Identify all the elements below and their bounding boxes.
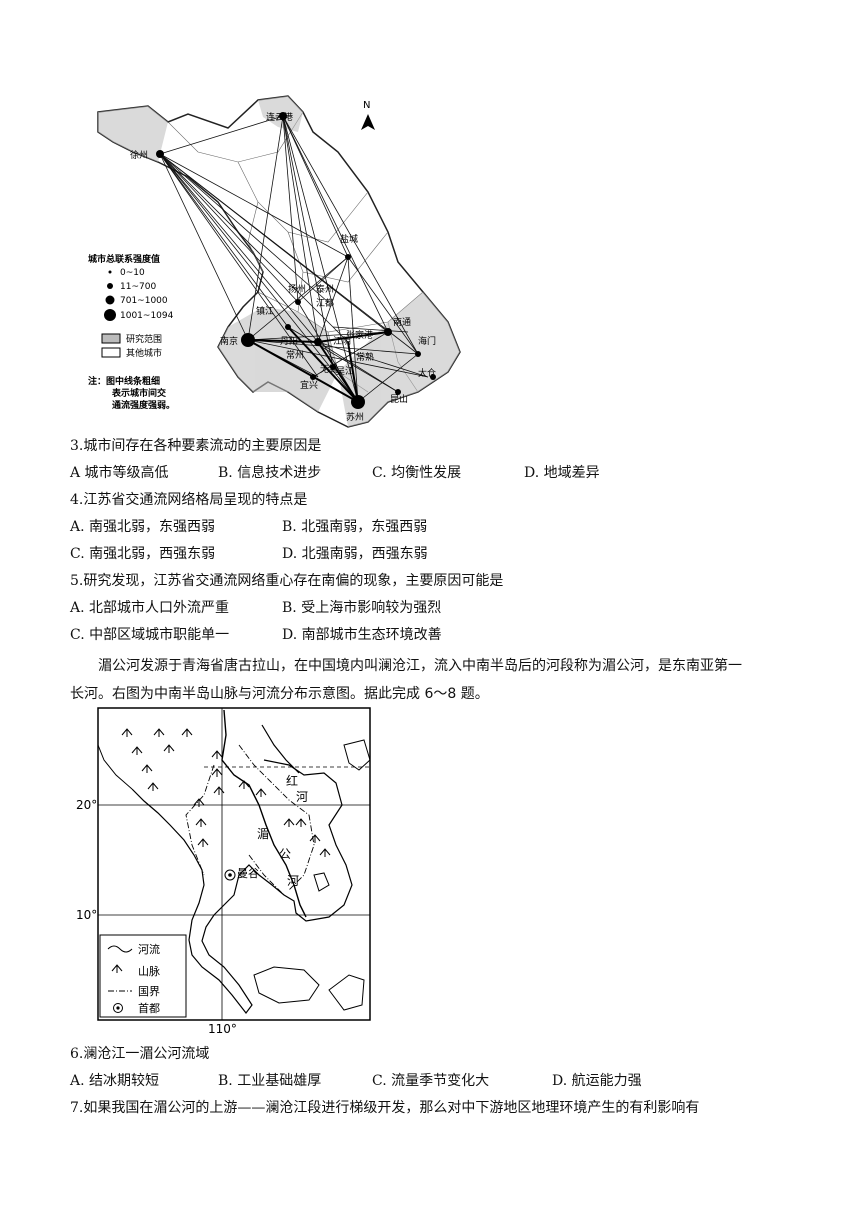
national-borders	[185, 744, 315, 896]
question-5-stem: 5.研究发现，江苏省交通流网络重心存在南偏的现象，主要原因可能是	[70, 573, 504, 589]
coastline	[131, 759, 353, 1014]
city-label-yancheng: 盐城	[340, 233, 358, 245]
q4-option-c: C. 南强北弱，西强东弱	[70, 546, 216, 562]
city-label-changzhou: 常州	[286, 349, 304, 361]
svg-text:N: N	[363, 100, 370, 111]
q5-option-d: D. 南部城市生态环境改善	[282, 627, 442, 643]
q4-option-d: D. 北强南弱，西强东弱	[282, 546, 428, 562]
q6-option-d: D. 航运能力强	[552, 1073, 642, 1089]
map1-legend: 城市总联系强度值 0~10 11~700 701~1000 1001~1094 …	[88, 253, 175, 411]
svg-text:山脉: 山脉	[138, 964, 160, 978]
svg-text:0~10: 0~10	[120, 268, 145, 278]
question-7-stem: 7.如果我国在湄公河的上游——澜沧江段进行梯级开发，那么对中下游地区地理环境产生…	[70, 1100, 700, 1116]
svg-text:首都: 首都	[138, 1001, 160, 1015]
jiangsu-traffic-map: N 连云港 徐州 盐城 扬州 泰州 镇江 南京 丹阳 常州 江阴 张家港 江都 …	[88, 95, 461, 428]
city-label-changshu: 常熟	[356, 351, 374, 363]
svg-text:注：图中线条粗细: 注：图中线条粗细	[88, 375, 160, 387]
question-4-stem: 4.江苏省交通流网络格局呈现的特点是	[70, 492, 308, 508]
city-label-nantong: 南通	[393, 316, 411, 328]
svg-text:1001~1094: 1001~1094	[120, 311, 174, 321]
svg-text:河流: 河流	[138, 942, 160, 956]
svg-text:城市总联系强度值: 城市总联系强度值	[88, 253, 160, 265]
mountain-legend-icon	[111, 964, 123, 973]
question-6-stem: 6.澜沧江一湄公河流域	[70, 1046, 210, 1062]
river-label-mei: 湄	[257, 827, 269, 841]
city-label-jiangyin: 江阴	[333, 336, 351, 347]
city-label-lianyungang: 连云港	[266, 111, 293, 123]
svg-text:通流强度强弱。: 通流强度强弱。	[112, 399, 175, 411]
mountain-symbols	[121, 728, 331, 857]
q3-option-d: D. 地域差异	[524, 465, 600, 481]
city-label-haimen: 海门	[418, 335, 436, 347]
q6-option-b: B. 工业基础雄厚	[218, 1073, 322, 1089]
city-nodes	[156, 112, 436, 409]
city-label-zhenjiang: 镇江	[256, 305, 274, 317]
q5-option-c: C. 中部区域城市职能单一	[70, 627, 230, 643]
question-3-stem: 3.城市间存在各种要素流动的主要原因是	[70, 438, 322, 454]
map2-legend: 河流 山脉 国界 首都	[99, 934, 187, 1018]
q3-option-a: A 城市等级高低	[70, 465, 169, 481]
city-label-yangzhou: 扬州	[288, 283, 306, 295]
river-label-hong-1: 红	[286, 773, 298, 788]
city-label-kunshan: 昆山	[390, 394, 408, 405]
q5-option-b: B. 受上海市影响较为强烈	[282, 600, 442, 616]
svg-text:其他城市: 其他城市	[126, 347, 162, 359]
city-label-xuzhou: 徐州	[130, 149, 148, 161]
capital-label-bangkok: 曼谷	[237, 867, 259, 880]
city-label-nanjing: 南京	[220, 335, 238, 347]
q5-option-a: A. 北部城市人口外流严重	[70, 600, 230, 616]
q3-option-b: B. 信息技术进步	[218, 465, 322, 481]
q4-option-b: B. 北强南弱，东强西弱	[282, 519, 428, 535]
network-lines	[159, 115, 429, 403]
north-arrow-icon: N	[361, 100, 375, 130]
city-label-wuxi: 无锡	[320, 364, 338, 375]
city-label-yixing: 宜兴	[300, 379, 318, 391]
network-lines-strong	[247, 326, 389, 403]
river-legend-icon	[107, 945, 133, 953]
river-label-he: 河	[287, 874, 299, 888]
longitude-110-label: 110°	[208, 1022, 237, 1036]
river-label-hong-2: 河	[296, 790, 308, 804]
svg-text:国界: 国界	[138, 985, 160, 998]
red-river	[261, 724, 300, 774]
svg-text:表示城市间交: 表示城市间交	[111, 387, 166, 399]
latitude-20-label: 20°	[76, 798, 97, 812]
city-label-taizhou: 泰州	[316, 283, 334, 295]
passage-line-1: 湄公河发源于青海省唐古拉山，在中国境内叫澜沧江，流入中南半岛后的河段称为湄公河，…	[98, 658, 742, 674]
q4-option-a: A. 南强北弱，东强西弱	[70, 519, 216, 535]
passage-line-2: 长河。右图为中南半岛山脉与河流分布示意图。据此完成 6～8 题。	[70, 686, 489, 702]
q3-option-c: C. 均衡性发展	[372, 465, 462, 481]
svg-text:11~700: 11~700	[120, 282, 156, 292]
q6-option-a: A. 结冰期较短	[70, 1073, 160, 1089]
city-label-wujiang: 吴江	[336, 366, 354, 377]
passage: 湄公河发源于青海省唐古拉山，在中国境内叫澜沧江，流入中南半岛后的河段称为湄公河，…	[70, 652, 800, 708]
svg-text:701~1000: 701~1000	[120, 296, 168, 306]
city-label-zhangjiagang: 张家港	[346, 329, 373, 341]
city-label-suzhou: 苏州	[346, 411, 364, 423]
city-label-taicang: 太仓	[418, 367, 436, 379]
mekong-river	[221, 709, 307, 918]
svg-text:研究范围: 研究范围	[126, 333, 162, 345]
latitude-10-label: 10°	[76, 908, 97, 922]
indochina-map: 20° 10° 110° 红 河 湄 公 河 曼谷 河流 山脉 国界 首都	[76, 707, 371, 1036]
q6-option-c: C. 流量季节变化大	[372, 1073, 490, 1089]
city-label-danyang: 丹阳	[280, 336, 298, 347]
city-label-jiangdu: 江都	[316, 298, 334, 309]
river-label-gong: 公	[279, 847, 291, 861]
